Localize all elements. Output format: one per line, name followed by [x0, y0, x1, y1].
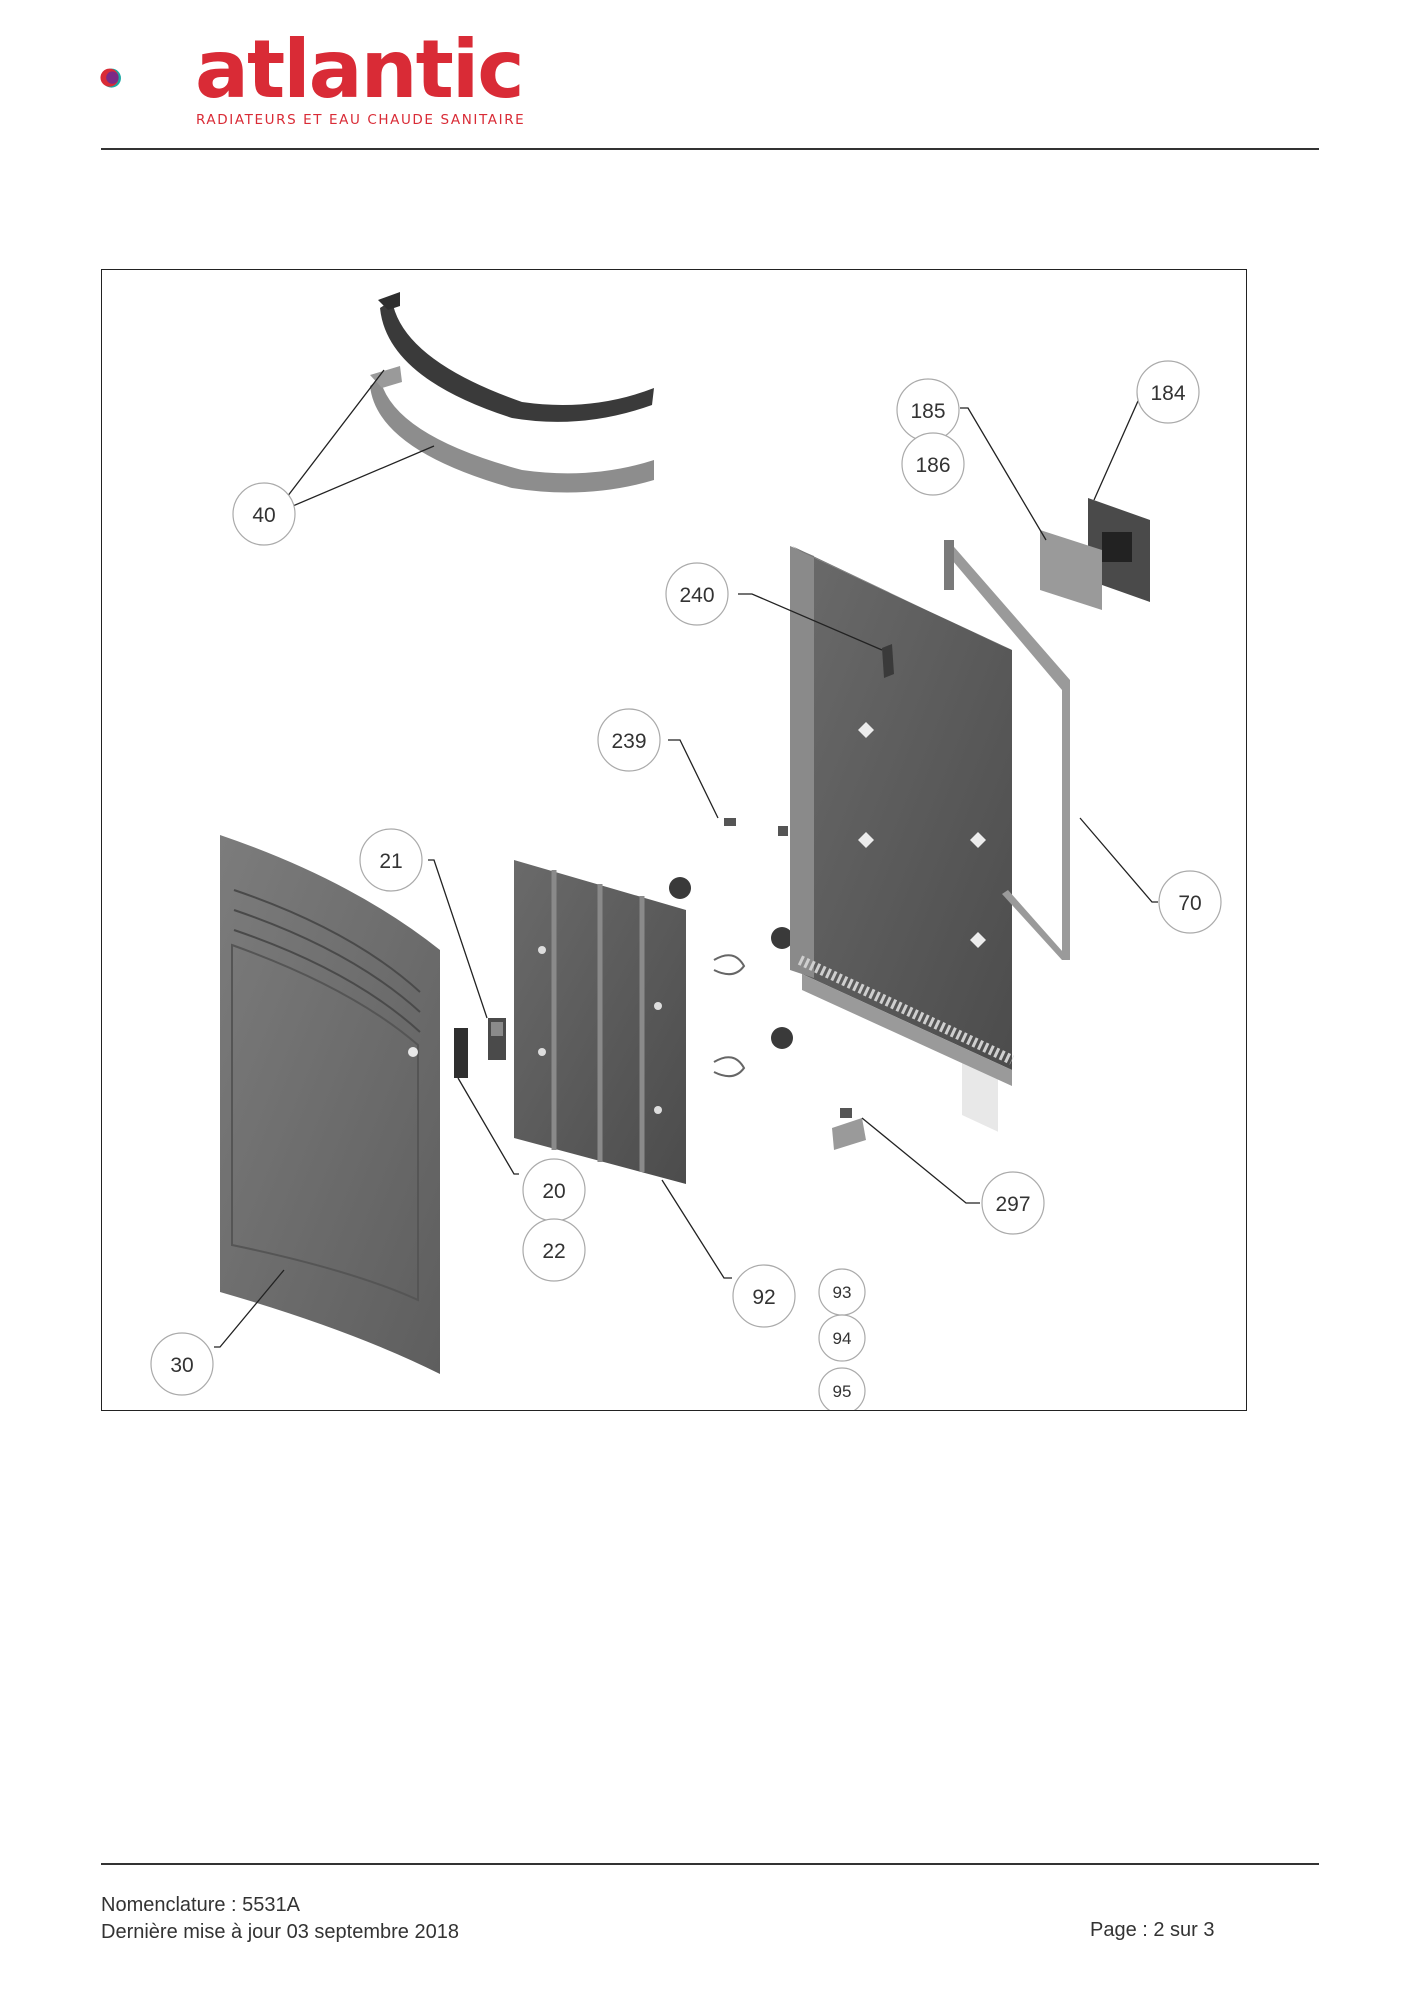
- svg-text:93: 93: [833, 1283, 852, 1302]
- thermostat-module: [1040, 498, 1150, 610]
- atlantic-logo-mark: [100, 68, 121, 88]
- footer-info: Nomenclature : 5531A Dernière mise à jou…: [101, 1892, 459, 1946]
- callout-297: 297: [981, 1171, 1045, 1235]
- svg-text:70: 70: [1178, 892, 1201, 915]
- brand-name: atlantic: [195, 23, 525, 116]
- callout-239: 239: [597, 708, 661, 772]
- footer-rule: [101, 1863, 1319, 1865]
- control-parts: [454, 1018, 506, 1078]
- svg-text:95: 95: [833, 1382, 852, 1401]
- heating-plate: [514, 860, 686, 1184]
- callout-94: 94: [818, 1314, 866, 1362]
- callout-186: 186: [901, 432, 965, 496]
- nomenclature-text: Nomenclature : 5531A: [101, 1894, 301, 1916]
- svg-text:239: 239: [611, 730, 646, 753]
- svg-text:22: 22: [542, 1240, 565, 1263]
- callout-240: 240: [665, 562, 729, 626]
- svg-text:92: 92: [752, 1286, 775, 1309]
- sensor-part: [832, 1108, 866, 1150]
- brand-tagline: RADIATEURS ET EAU CHAUDE SANITAIRE: [196, 112, 526, 128]
- top-trim-parts: [370, 292, 654, 493]
- callout-40: 40: [232, 482, 296, 546]
- svg-text:30: 30: [170, 1354, 193, 1377]
- callout-21: 21: [359, 828, 423, 892]
- callout-95: 95: [818, 1367, 866, 1410]
- svg-text:240: 240: [679, 584, 714, 607]
- callout-184: 184: [1136, 360, 1200, 424]
- front-panel: [220, 835, 440, 1374]
- exploded-view-frame: 40 184 185 186 240 239 21 70: [101, 269, 1247, 1411]
- svg-text:21: 21: [379, 850, 402, 873]
- callout-70: 70: [1158, 870, 1222, 934]
- rear-body: [790, 546, 1015, 1132]
- svg-text:186: 186: [915, 454, 950, 477]
- header-rule: [101, 148, 1319, 150]
- callout-20: 20: [522, 1158, 586, 1222]
- svg-text:185: 185: [910, 400, 945, 423]
- svg-text:297: 297: [995, 1193, 1030, 1216]
- callout-92: 92: [732, 1264, 796, 1328]
- svg-text:20: 20: [542, 1180, 565, 1203]
- callout-185: 185: [896, 378, 960, 442]
- svg-text:184: 184: [1150, 382, 1185, 405]
- mounting-frame: [944, 540, 1070, 960]
- callout-22: 22: [522, 1218, 586, 1282]
- page-number: Page : 2 sur 3: [1090, 1919, 1215, 1941]
- exploded-view-diagram: 40 184 185 186 240 239 21 70: [150, 292, 1222, 1410]
- svg-text:94: 94: [833, 1329, 852, 1348]
- bracket-parts: [669, 818, 793, 1078]
- last-updated-text: Dernière mise à jour 03 septembre 2018: [101, 1921, 459, 1943]
- svg-text:40: 40: [252, 504, 275, 527]
- callout-30: 30: [150, 1332, 214, 1396]
- callout-93: 93: [818, 1268, 866, 1316]
